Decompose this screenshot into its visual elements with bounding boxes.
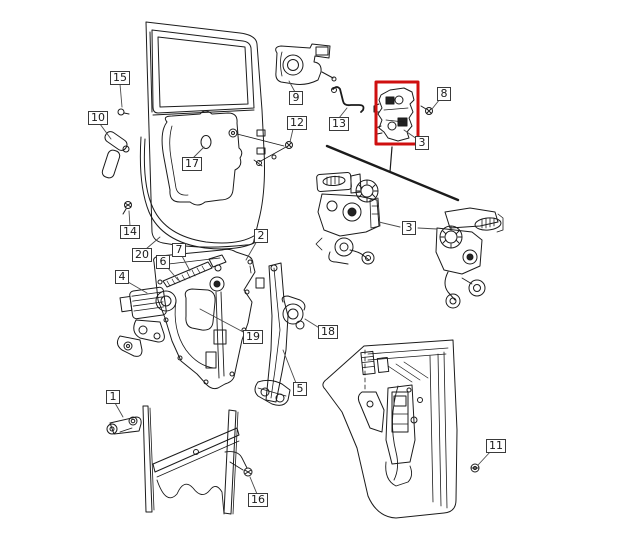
pin-part-15 xyxy=(117,108,130,116)
callout-13[interactable]: 13 xyxy=(329,117,349,131)
callout-11[interactable]: 11 xyxy=(486,439,506,453)
handle-part-9 xyxy=(275,43,337,85)
highlight-box xyxy=(374,80,420,146)
check-strap-part-1 xyxy=(106,416,142,435)
window-regulator-part-5 xyxy=(254,262,306,406)
rear-door-frame-view xyxy=(139,21,285,250)
lower-door-frame-view xyxy=(142,405,248,515)
screw-part-11 xyxy=(470,463,480,473)
callout-15[interactable]: 15 xyxy=(110,71,130,85)
inner-door-panel-view xyxy=(322,339,458,519)
callout-3[interactable]: 3 xyxy=(402,221,416,235)
callout-9[interactable]: 9 xyxy=(289,91,303,105)
callout-10[interactable]: 10 xyxy=(88,111,108,125)
callout-4[interactable]: 4 xyxy=(115,270,129,284)
screw-part-12 xyxy=(256,141,293,166)
callout-1[interactable]: 1 xyxy=(106,390,120,404)
link-rod-part-13 xyxy=(331,86,365,113)
latch-assembly-right xyxy=(435,207,504,309)
callout-7[interactable]: 7 xyxy=(172,243,186,257)
callout-2[interactable]: 2 xyxy=(254,229,268,243)
callout-6[interactable]: 6 xyxy=(156,255,170,269)
screw-part-14 xyxy=(122,201,132,215)
latch-pointer-line xyxy=(389,146,393,173)
callout-8[interactable]: 8 xyxy=(437,87,451,101)
door-module-panel-part-2 xyxy=(153,248,256,390)
callout-3[interactable]: 3 xyxy=(415,136,429,150)
callout-12[interactable]: 12 xyxy=(287,116,307,130)
door-latch-part-3[interactable] xyxy=(373,87,415,142)
callout-18[interactable]: 18 xyxy=(318,325,338,339)
callout-14[interactable]: 14 xyxy=(120,225,140,239)
screw-part-16 xyxy=(243,467,253,477)
callout-19[interactable]: 19 xyxy=(243,330,263,344)
break-line xyxy=(325,144,460,202)
latch-assembly-left xyxy=(315,172,381,265)
callout-17[interactable]: 17 xyxy=(182,157,202,171)
regulator-motor-part-4 xyxy=(116,286,177,357)
door-check-part-10 xyxy=(101,131,130,179)
callout-20[interactable]: 20 xyxy=(132,248,152,262)
callout-16[interactable]: 16 xyxy=(248,493,268,507)
screw-part-8 xyxy=(420,105,433,115)
callout-5[interactable]: 5 xyxy=(293,382,307,396)
